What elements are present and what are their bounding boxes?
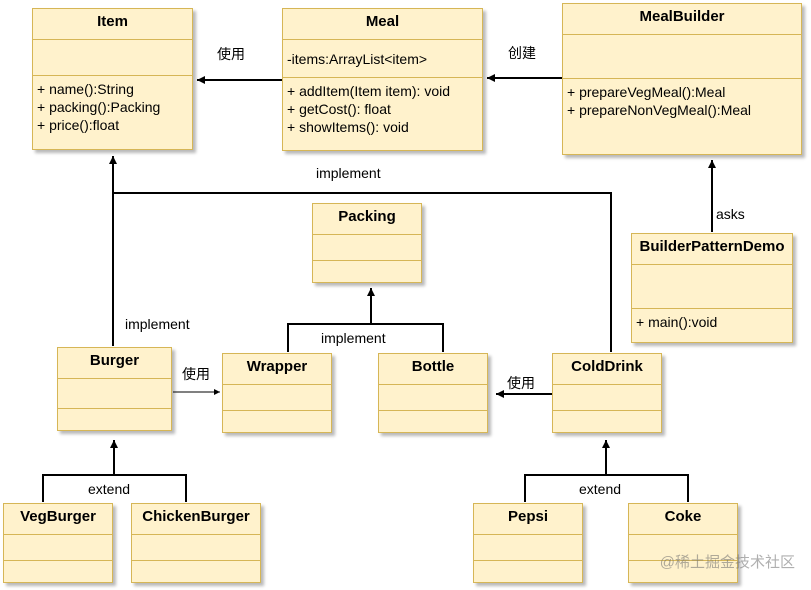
class-coke-name: Coke [629,504,737,535]
class-item[interactable]: Item + name():String + packing():Packing… [32,8,193,150]
class-meal-attributes: -items:ArrayList<item> [283,40,482,78]
class-veg-burger-methods [4,561,112,565]
class-veg-burger-attributes [4,535,112,561]
class-meal-builder[interactable]: MealBuilder + prepareVegMeal():Meal + pr… [562,3,802,155]
class-packing-name: Packing [313,204,421,235]
class-bottle-methods [379,411,487,415]
class-chicken-burger[interactable]: ChickenBurger [131,503,261,583]
method: + prepareNonVegMeal():Meal [567,102,752,118]
class-meal-builder-methods: + prepareVegMeal():Meal + prepareNonVegM… [563,79,801,119]
class-pepsi-attributes [474,535,582,561]
class-meal-methods: + addItem(Item item): void + getCost(): … [283,78,482,136]
class-meal-builder-attributes [563,35,801,79]
class-packing[interactable]: Packing [312,203,422,283]
class-pepsi-methods [474,561,582,565]
class-builder-pattern-demo-attributes [632,265,792,309]
method: + prepareVegMeal():Meal [567,84,726,100]
class-pepsi-name: Pepsi [474,504,582,535]
class-packing-attributes [313,235,421,261]
class-veg-burger[interactable]: VegBurger [3,503,113,583]
class-builder-pattern-demo-name: BuilderPatternDemo [632,234,792,265]
watermark: @稀土掘金技术社区 [659,554,795,571]
burger-uses-wrapper-label: 使用 [182,366,210,382]
class-burger-name: Burger [58,348,171,379]
class-burger-methods [58,409,171,413]
class-cold-drink-attributes [553,385,661,411]
method: + name():String [37,81,134,97]
class-pepsi[interactable]: Pepsi [473,503,583,583]
class-bottle-attributes [379,385,487,411]
class-item-name: Item [33,9,192,40]
meal-uses-item-label: 使用 [217,46,245,62]
attribute: -items:ArrayList<item> [287,51,428,67]
class-chicken-burger-methods [132,561,260,565]
burger-extend-label: extend [88,481,131,497]
colddrink-uses-bottle-label: 使用 [507,375,535,391]
burger-implements-item-label: implement [125,316,190,332]
class-veg-burger-name: VegBurger [4,504,112,535]
class-burger-attributes [58,379,171,409]
class-cold-drink-name: ColdDrink [553,354,661,385]
class-wrapper-methods [223,411,331,415]
class-packing-methods [313,261,421,265]
class-burger[interactable]: Burger [57,347,172,431]
class-chicken-burger-attributes [132,535,260,561]
method: + showItems(): void [287,119,409,135]
class-meal[interactable]: Meal -items:ArrayList<item> + addItem(It… [282,8,483,151]
class-item-methods: + name():String + packing():Packing + pr… [33,76,192,134]
method: + addItem(Item item): void [287,83,451,99]
class-coke-attributes [629,535,737,561]
class-cold-drink-methods [553,411,661,415]
class-bottle[interactable]: Bottle [378,353,488,433]
method: + packing():Packing [37,99,161,115]
class-wrapper[interactable]: Wrapper [222,353,332,433]
class-wrapper-attributes [223,385,331,411]
method: + getCost(): float [287,101,391,117]
class-meal-builder-name: MealBuilder [563,4,801,35]
colddrink-extend-label: extend [579,481,622,497]
method: + main():void [636,314,718,330]
demo-asks-builder-label: asks [716,206,745,222]
wrapper-packing-connector[interactable] [287,323,444,352]
colddrink-implements-item-label: implement [316,165,381,181]
class-item-attributes [33,40,192,76]
builder-creates-meal-label: 创建 [508,45,536,61]
method: + price():float [37,117,120,133]
class-builder-pattern-demo-methods: + main():void [632,309,792,331]
class-builder-pattern-demo[interactable]: BuilderPatternDemo + main():void [631,233,793,343]
class-wrapper-name: Wrapper [223,354,331,385]
class-bottle-name: Bottle [379,354,487,385]
class-meal-name: Meal [283,9,482,40]
colddrink-implements-item-connector[interactable] [113,192,612,352]
packing-implement-label: implement [321,330,386,346]
class-coke[interactable]: Coke [628,503,738,583]
class-chicken-burger-name: ChickenBurger [132,504,260,535]
class-cold-drink[interactable]: ColdDrink [552,353,662,433]
